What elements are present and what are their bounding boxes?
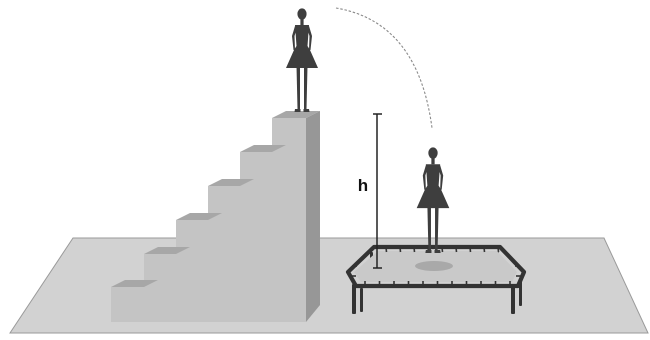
ground-plane <box>10 238 648 333</box>
trampoline-spring <box>442 247 443 252</box>
figure-on-stairs <box>286 8 318 112</box>
staircase-side <box>306 111 320 322</box>
trampoline-spring <box>400 247 401 252</box>
trampoline-spring <box>386 247 387 252</box>
trampoline-spring <box>470 247 471 252</box>
height-label: h <box>358 176 368 195</box>
trampoline-spring <box>456 247 457 252</box>
staircase <box>111 111 320 322</box>
jump-trajectory-arc <box>336 8 432 128</box>
figure-on-trampoline <box>417 147 450 253</box>
figure-shadow <box>415 261 453 271</box>
trampoline-spring <box>484 247 485 252</box>
trampoline-spring <box>498 247 499 252</box>
trampoline-spring <box>414 247 415 252</box>
